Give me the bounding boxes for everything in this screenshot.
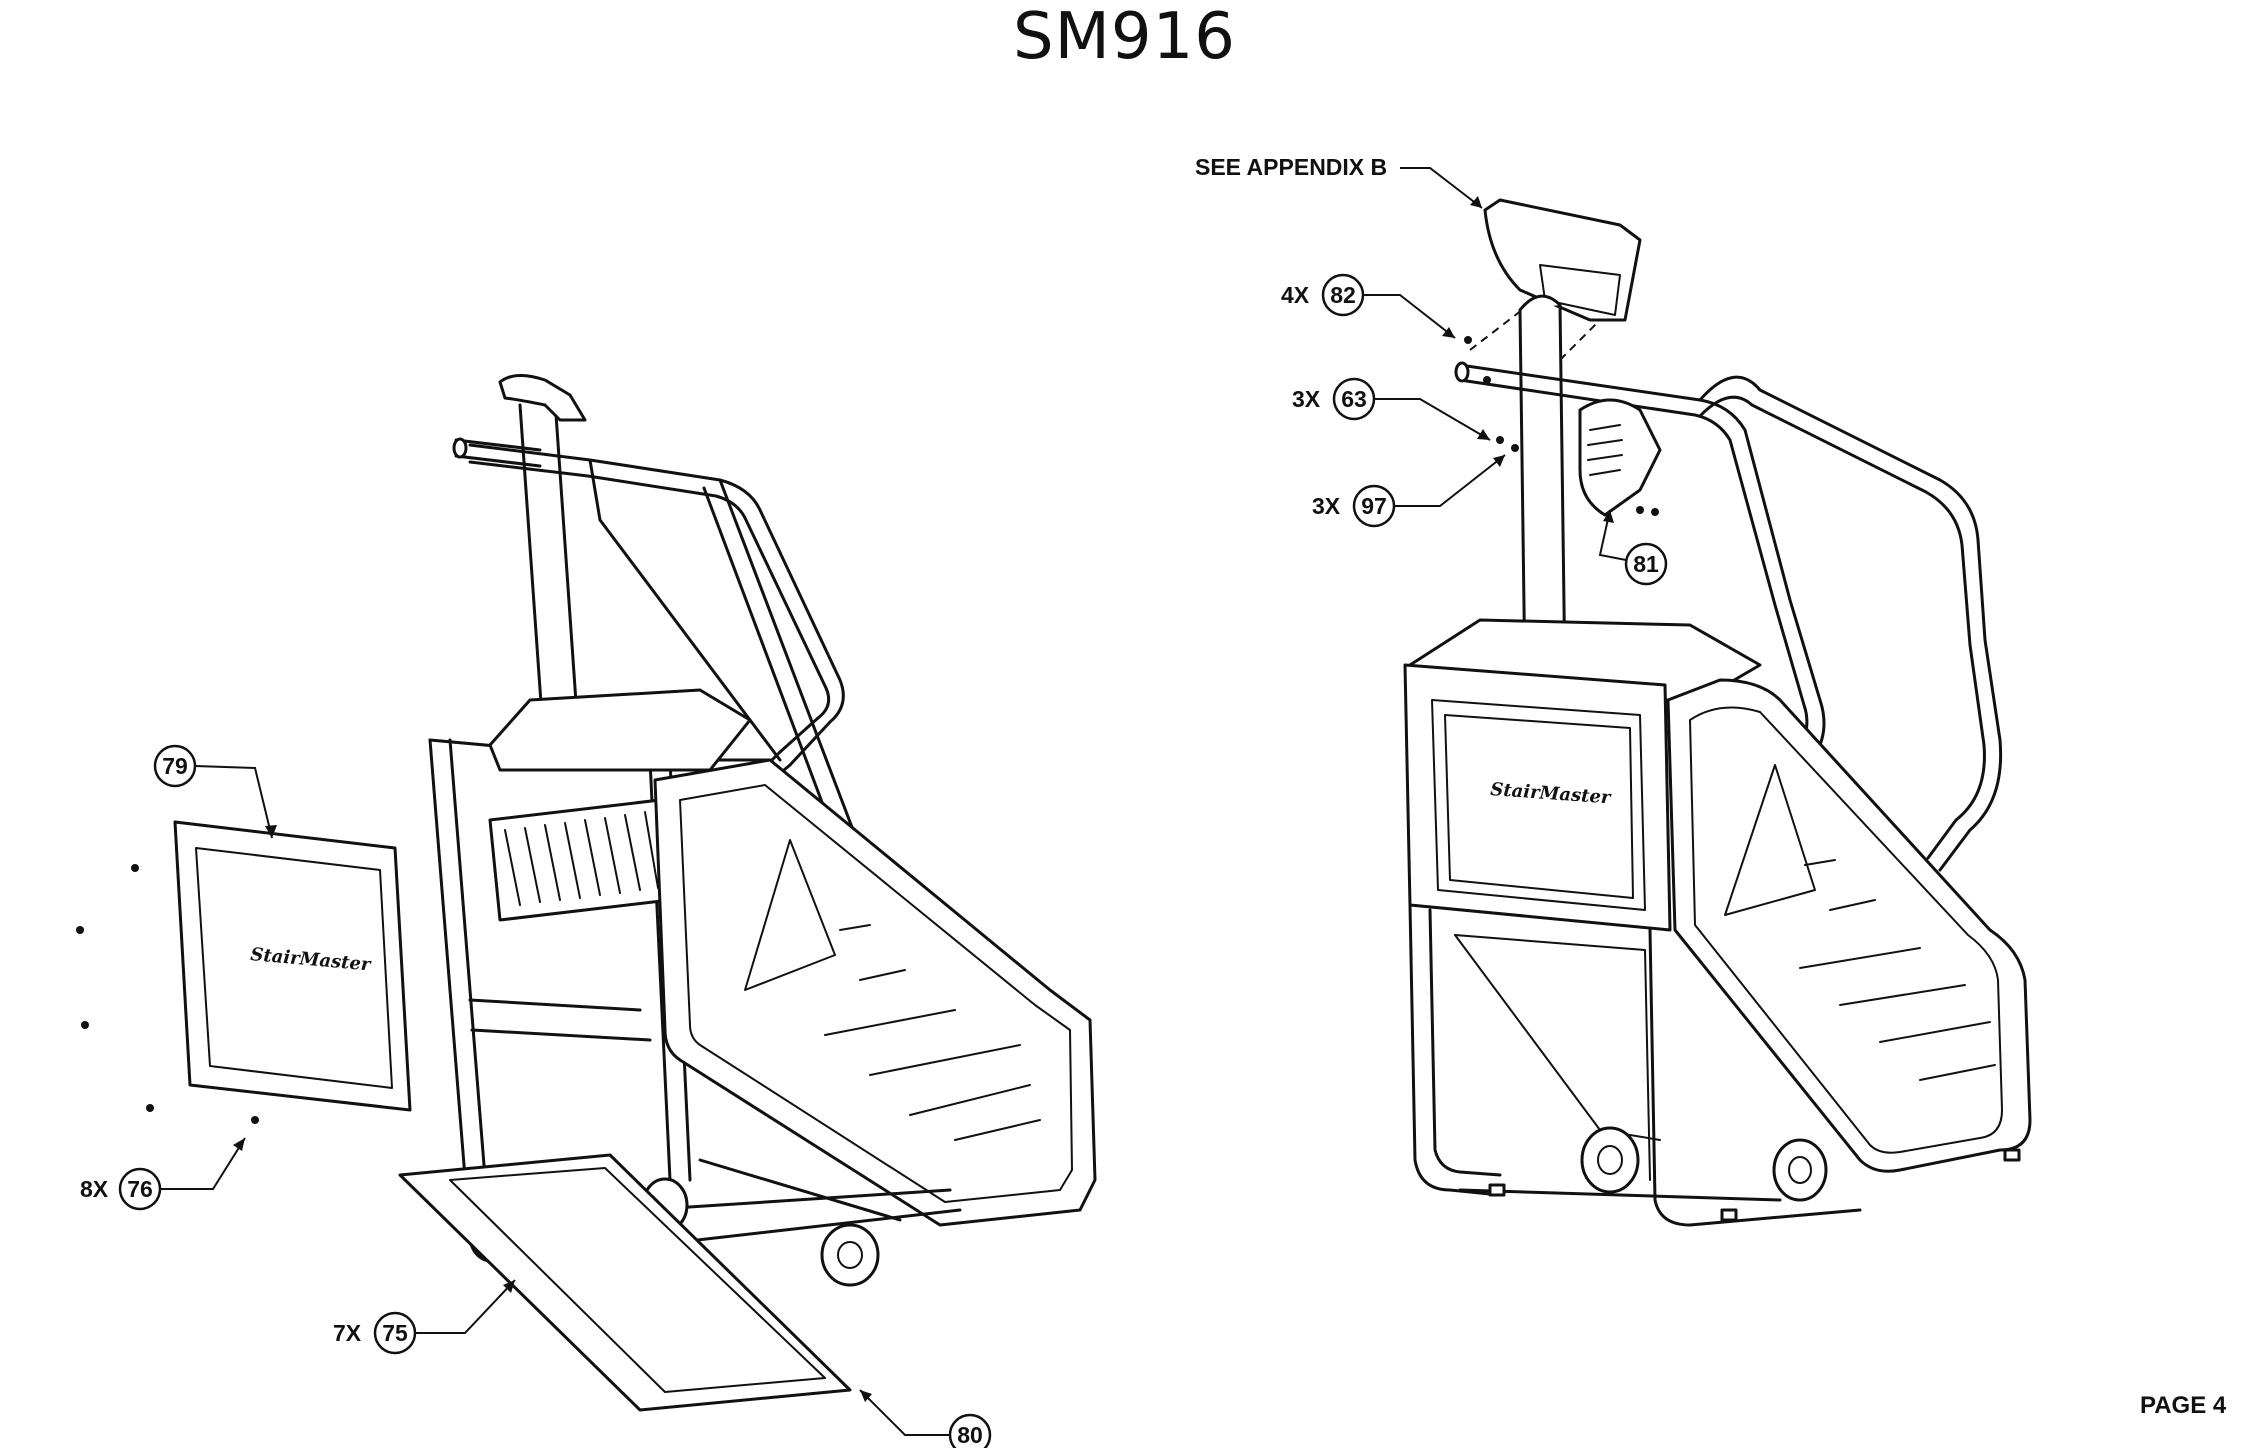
svg-text:97: 97 (1361, 493, 1387, 519)
svg-text:81: 81 (1633, 551, 1659, 577)
right-stepper-machine: StairMaster (1403, 198, 2032, 1227)
callout-75: 7X 75 (333, 1279, 516, 1355)
callout-76: 8X 76 (80, 1137, 246, 1211)
svg-text:3X: 3X (1292, 386, 1321, 412)
callout-63: 3X 63 (1292, 377, 1491, 441)
svg-text:SEE APPENDIX B: SEE APPENDIX B (1195, 154, 1387, 180)
svg-text:79: 79 (162, 753, 188, 779)
callout-see-appendix-b: SEE APPENDIX B (1195, 154, 1483, 209)
svg-text:75: 75 (382, 1320, 408, 1346)
svg-text:82: 82 (1330, 282, 1356, 308)
page-number: PAGE 4 (2140, 1392, 2227, 1419)
callout-81: 81 (1598, 509, 1668, 586)
page-title: SM916 (1013, 0, 1236, 74)
svg-text:8X: 8X (80, 1176, 109, 1202)
callout-80: 80 (859, 1389, 992, 1448)
left-stepper-machine: StairMaster (76, 374, 1097, 1412)
callout-82: 4X 82 (1281, 273, 1456, 339)
callout-97: 3X 97 (1312, 454, 1506, 528)
svg-text:63: 63 (1341, 386, 1367, 412)
callout-79: 79 (153, 744, 277, 839)
bubble-81 (1624, 542, 1668, 586)
svg-text:80: 80 (957, 1422, 983, 1448)
svg-text:7X: 7X (333, 1320, 362, 1346)
svg-text:4X: 4X (1281, 282, 1310, 308)
svg-text:76: 76 (127, 1176, 153, 1202)
svg-text:3X: 3X (1312, 493, 1341, 519)
